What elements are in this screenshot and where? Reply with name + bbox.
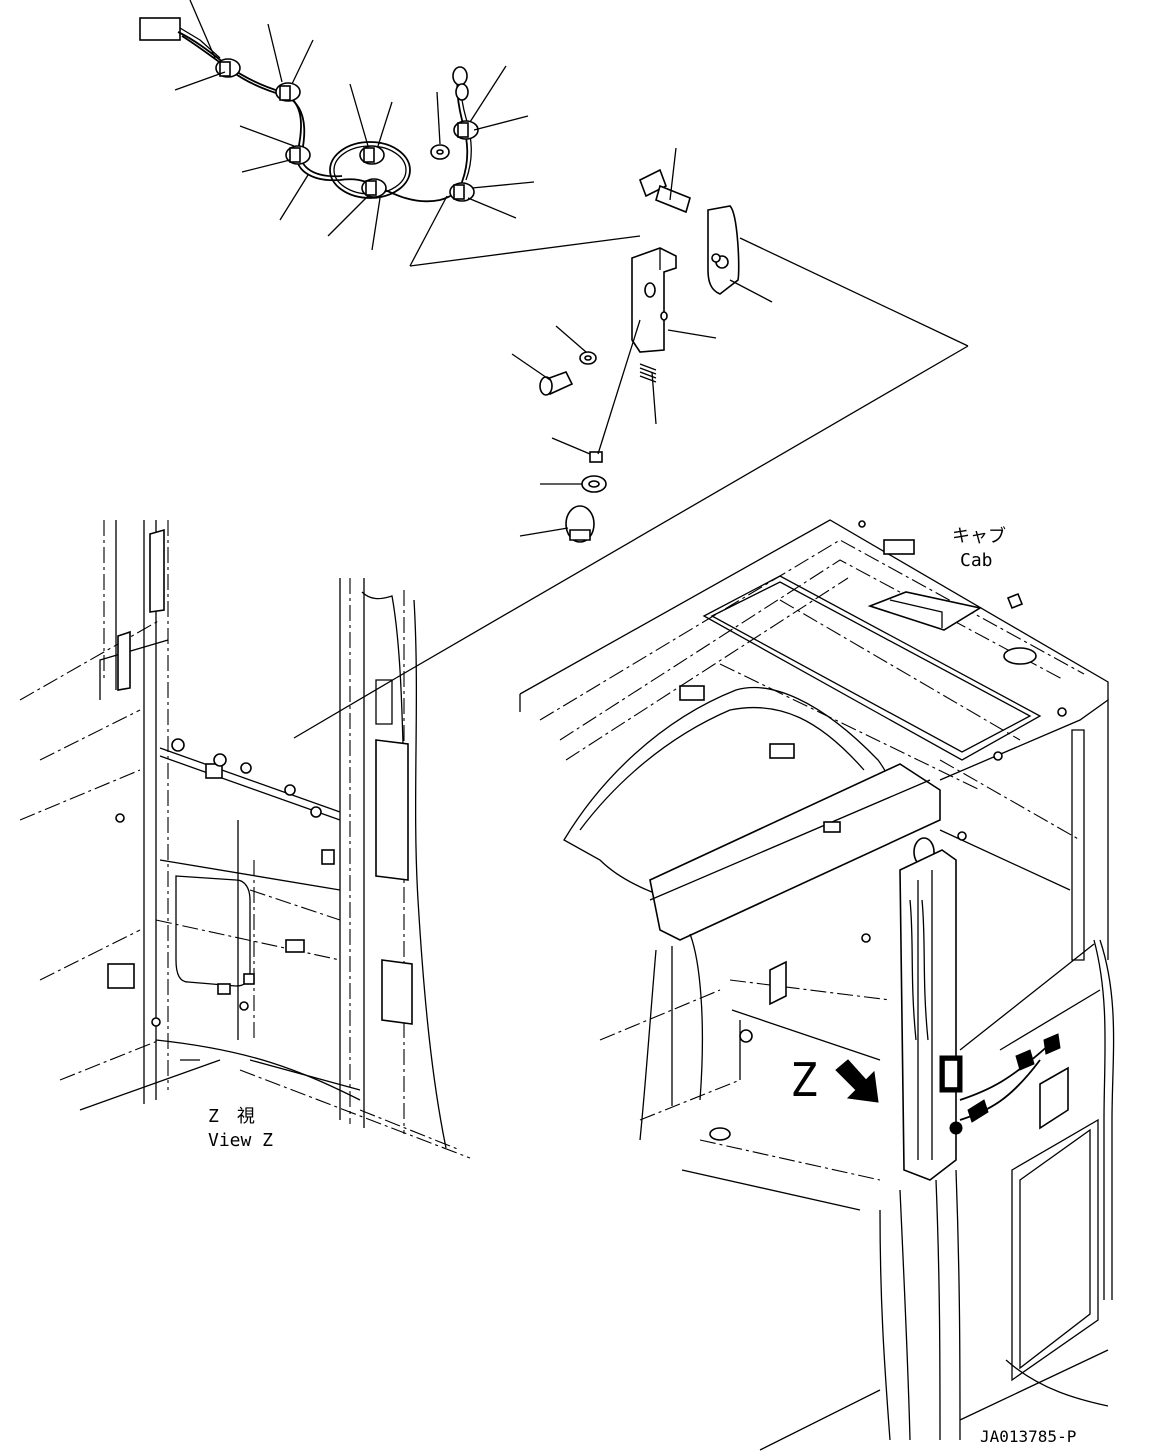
figure-id: JA013785-P	[980, 1427, 1076, 1446]
spring	[639, 363, 657, 383]
harness-clamp	[361, 178, 387, 198]
harness-terminal	[452, 66, 469, 101]
washer-small	[579, 351, 597, 365]
flange-bolt	[638, 168, 691, 214]
washer	[430, 144, 450, 160]
view-z-arrow-letter: Z	[790, 1053, 818, 1107]
view-z-label-jp: Z 視	[208, 1106, 255, 1127]
cab-label-en: Cab	[960, 550, 993, 571]
harness-connector-plug	[139, 17, 181, 41]
screw	[539, 371, 574, 396]
l-bracket	[631, 247, 677, 353]
wire-harness	[139, 0, 969, 347]
harness-clamp	[275, 82, 301, 102]
bracket-assembly	[293, 147, 969, 739]
bracket-plate	[707, 205, 740, 295]
harness-clamp	[285, 145, 311, 165]
cab-drawing	[519, 519, 1115, 1451]
harness-clamp	[359, 145, 385, 165]
door-switch	[565, 505, 595, 543]
nut-small	[589, 451, 603, 463]
harness-clamp	[453, 120, 479, 140]
view-z-label-en: View Z	[208, 1130, 273, 1151]
harness-clamp	[449, 182, 475, 202]
view-z-arrow	[835, 1059, 879, 1103]
hex-nut	[581, 475, 607, 493]
cab-label-jp: キャブ	[952, 525, 1006, 547]
view-z-drawing	[19, 520, 471, 1159]
